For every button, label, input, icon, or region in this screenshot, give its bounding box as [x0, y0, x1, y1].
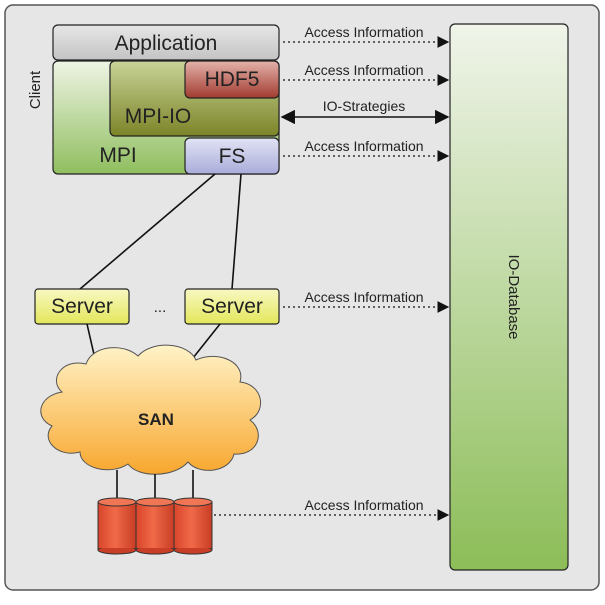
io-database-label: IO-Database	[505, 254, 522, 339]
io-strategies-label: IO-Strategies	[323, 98, 405, 114]
fs-to-right-server-link	[231, 173, 242, 290]
disk-2	[135, 497, 175, 555]
io-database-box	[449, 23, 569, 571]
hdf5-layer	[184, 60, 280, 99]
hdf5-label: HDF5	[205, 68, 260, 91]
mpi-label: MPI	[99, 144, 136, 167]
client-label: Client	[27, 70, 44, 109]
fs-layer	[184, 137, 280, 175]
storage-access-label: Access Information	[304, 497, 423, 513]
server-ellipsis: ...	[154, 299, 167, 316]
server-right	[184, 288, 280, 325]
application-label: Application	[115, 32, 218, 55]
application-access-label: Access Information	[304, 24, 423, 40]
fs-label: FS	[219, 145, 246, 168]
disk-3	[173, 497, 213, 555]
server-left-label: Server	[51, 295, 113, 318]
server-access-label: Access Information	[304, 289, 423, 305]
san-cloud	[40, 344, 261, 475]
san-label: SAN	[138, 410, 174, 429]
application-layer	[52, 24, 280, 61]
fs-to-left-server-link	[79, 173, 216, 290]
server-right-label: Server	[201, 295, 263, 318]
fs-access-label: Access Information	[304, 138, 423, 154]
server-left	[34, 288, 130, 325]
hdf5-access-label: Access Information	[304, 62, 423, 78]
disk-1	[97, 497, 137, 555]
mpi-io-label: MPI-IO	[125, 105, 192, 128]
